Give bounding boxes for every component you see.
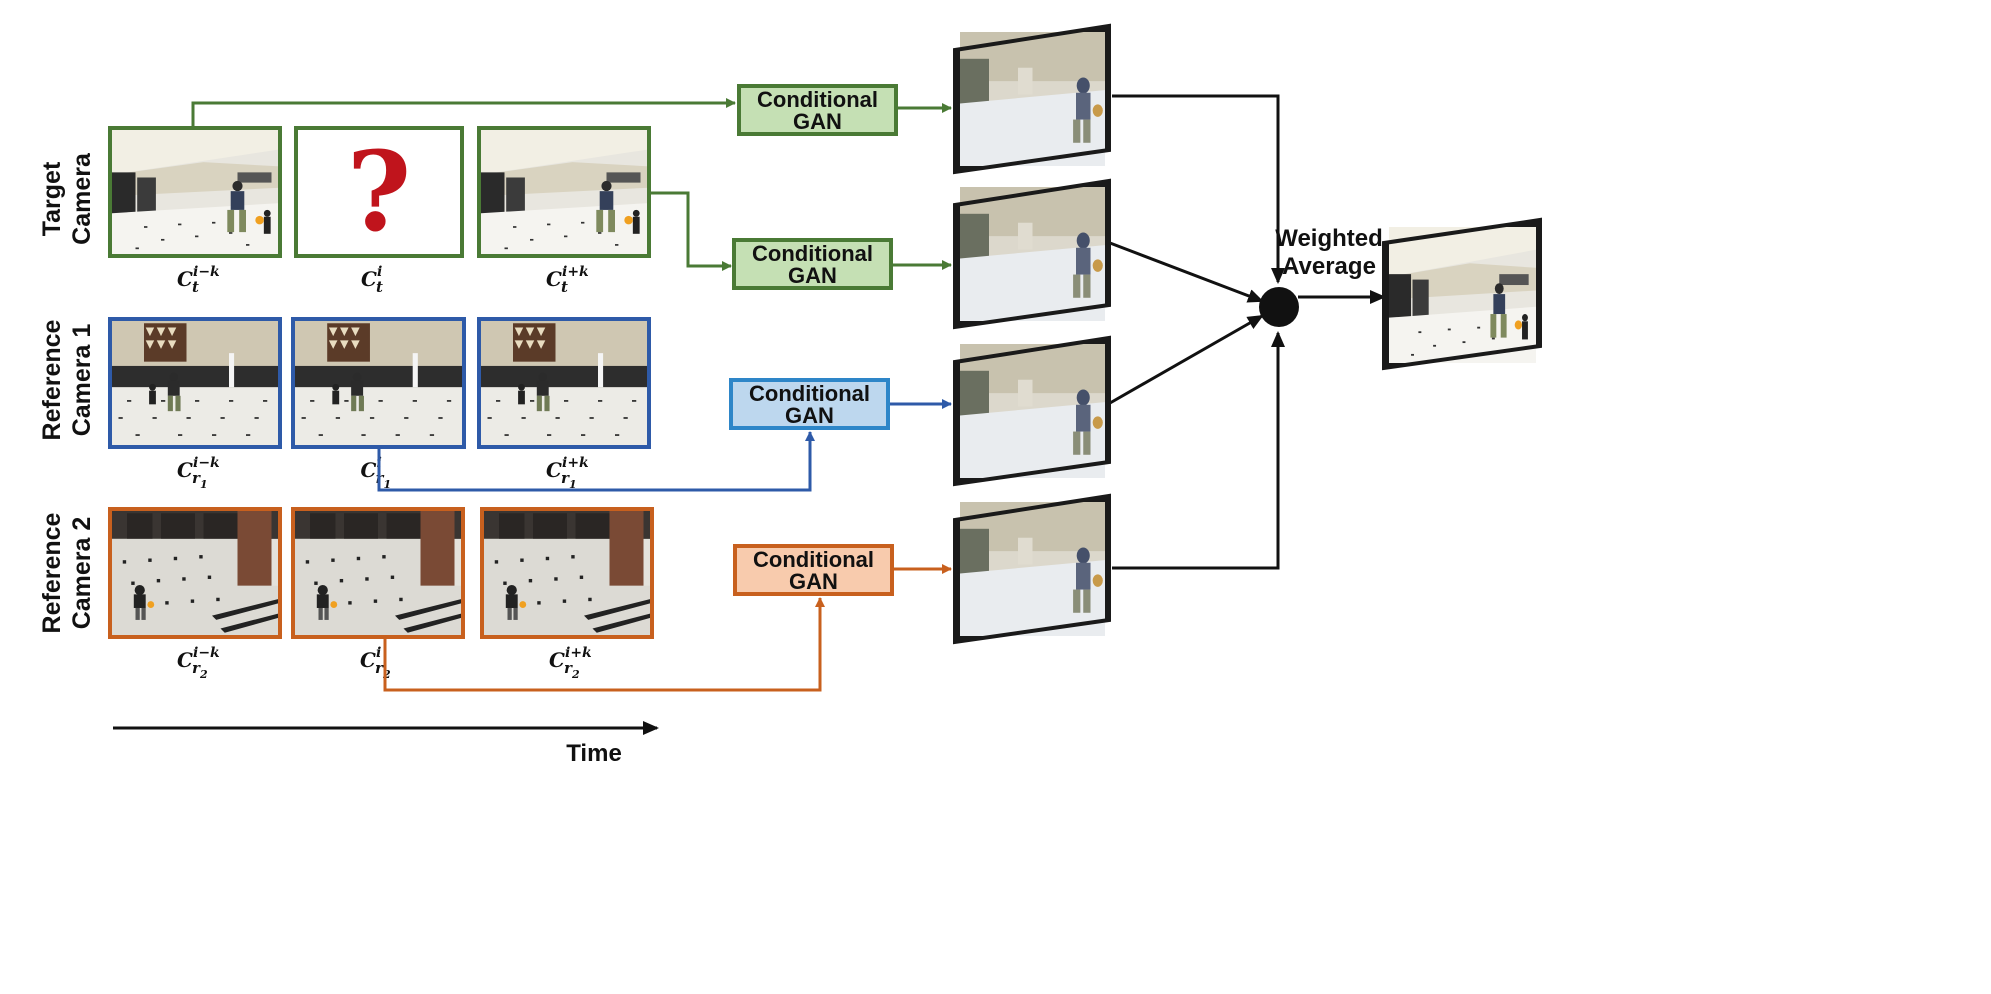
frame-label-subscript: t (376, 278, 383, 296)
frame-border (108, 126, 282, 258)
question-mark-icon: ? (347, 127, 411, 256)
gan-label-line2: GAN (785, 403, 834, 428)
frame-label-subscript: r (564, 659, 573, 677)
frame-label-base: C (546, 267, 562, 291)
frame-label-subscript-index: 1 (384, 478, 392, 491)
frame-border (294, 126, 464, 258)
output2-to-average-arrow (1109, 241, 1264, 303)
frame-label-superscript: i+k (565, 645, 592, 661)
frame-label-subscript: t (561, 278, 568, 296)
weighted-average-label-line1: Weighted (1275, 225, 1383, 252)
frame-border (477, 126, 651, 258)
row-label-ref1-line1: Reference (38, 319, 66, 440)
frame-label-subscript: t (192, 278, 199, 296)
frame-border (108, 507, 282, 639)
row-label-ref1-line2: Camera 1 (68, 324, 96, 437)
frame-ref2-2 (291, 507, 465, 639)
frame-ref2-3 (480, 507, 654, 639)
row-label-ref2-line1: Reference (38, 512, 66, 633)
frame-label-subscript-index: 1 (569, 478, 577, 491)
gan-label-line2: GAN (793, 109, 842, 134)
frame-label-base: C (361, 458, 377, 482)
gan-label-line2: GAN (789, 569, 838, 594)
frame-border (291, 507, 465, 639)
frame-label-superscript: i+k (562, 455, 589, 471)
row-label-ref2-line2: Camera 2 (68, 517, 96, 630)
gan-output-frame-4 (953, 493, 1111, 645)
frame-border (480, 507, 654, 639)
frame-target-2: ? (294, 126, 464, 258)
frame-label-subscript-index: 2 (571, 668, 580, 681)
frame-target-3 (477, 126, 651, 258)
frame-border (477, 317, 651, 449)
frame-ref1-3 (477, 317, 651, 449)
output1-to-average-arrow (1112, 94, 1285, 284)
gan-label-line1: Conditional (749, 381, 870, 406)
ref2-middle-frame-to-gan4-arrow (383, 597, 825, 692)
weighted-average-label-line2: Average (1282, 253, 1376, 280)
weighted-average-node (1259, 287, 1299, 327)
frame-label-base: C (549, 648, 565, 672)
gan-output-frame-1 (953, 23, 1111, 175)
frame-label-subscript: r (192, 659, 201, 677)
final-output-frame (1382, 217, 1542, 371)
frame-label-superscript: i−k (193, 645, 220, 661)
frame-label-superscript: i (377, 264, 382, 280)
frame-label-base: C (546, 458, 562, 482)
gan-label-line1: Conditional (753, 547, 874, 572)
frame-label-subscript: r (375, 659, 384, 677)
frame-label-superscript: i (376, 645, 381, 661)
gan-label-line1: Conditional (757, 87, 878, 112)
frame-border (291, 317, 466, 449)
frame-ref1-1 (108, 317, 282, 449)
frame-ref1-2 (291, 317, 466, 449)
row-label-target-line1: Target (38, 161, 66, 236)
frame-label-base: C (177, 267, 193, 291)
frame-label-superscript: i−k (193, 264, 220, 280)
frame-label-base: C (177, 458, 193, 482)
frame-label-superscript: i−k (193, 455, 220, 471)
frame-ref2-1 (108, 507, 282, 639)
frame-label-base: C (360, 648, 376, 672)
gan-output-frame-2 (953, 178, 1111, 330)
frame-label-base: C (361, 267, 377, 291)
target-first-frame-to-gan1-arrow (191, 98, 736, 127)
frame-label-base: C (177, 648, 193, 672)
frame-target-1 (108, 126, 282, 258)
frame-label-subscript: r (192, 469, 201, 487)
frame-label-subscript-index: 2 (199, 668, 208, 681)
gan-output-frame-3 (953, 335, 1111, 487)
ref1-middle-frame-to-gan3-arrow (377, 431, 815, 492)
gan-label-line2: GAN (788, 263, 837, 288)
output4-to-average-arrow (1112, 331, 1285, 570)
frame-label-subscript-index: 1 (200, 478, 208, 491)
output3-to-average-arrow (1109, 314, 1264, 405)
gan-label-line1: Conditional (752, 241, 873, 266)
frame-label-subscript: r (561, 469, 570, 487)
row-label-target-line2: Camera (68, 152, 96, 245)
frame-label-superscript: i+k (562, 264, 589, 280)
frame-border (108, 317, 282, 449)
time-axis-label: Time (566, 740, 622, 767)
target-last-frame-to-gan2-arrow (650, 191, 732, 271)
